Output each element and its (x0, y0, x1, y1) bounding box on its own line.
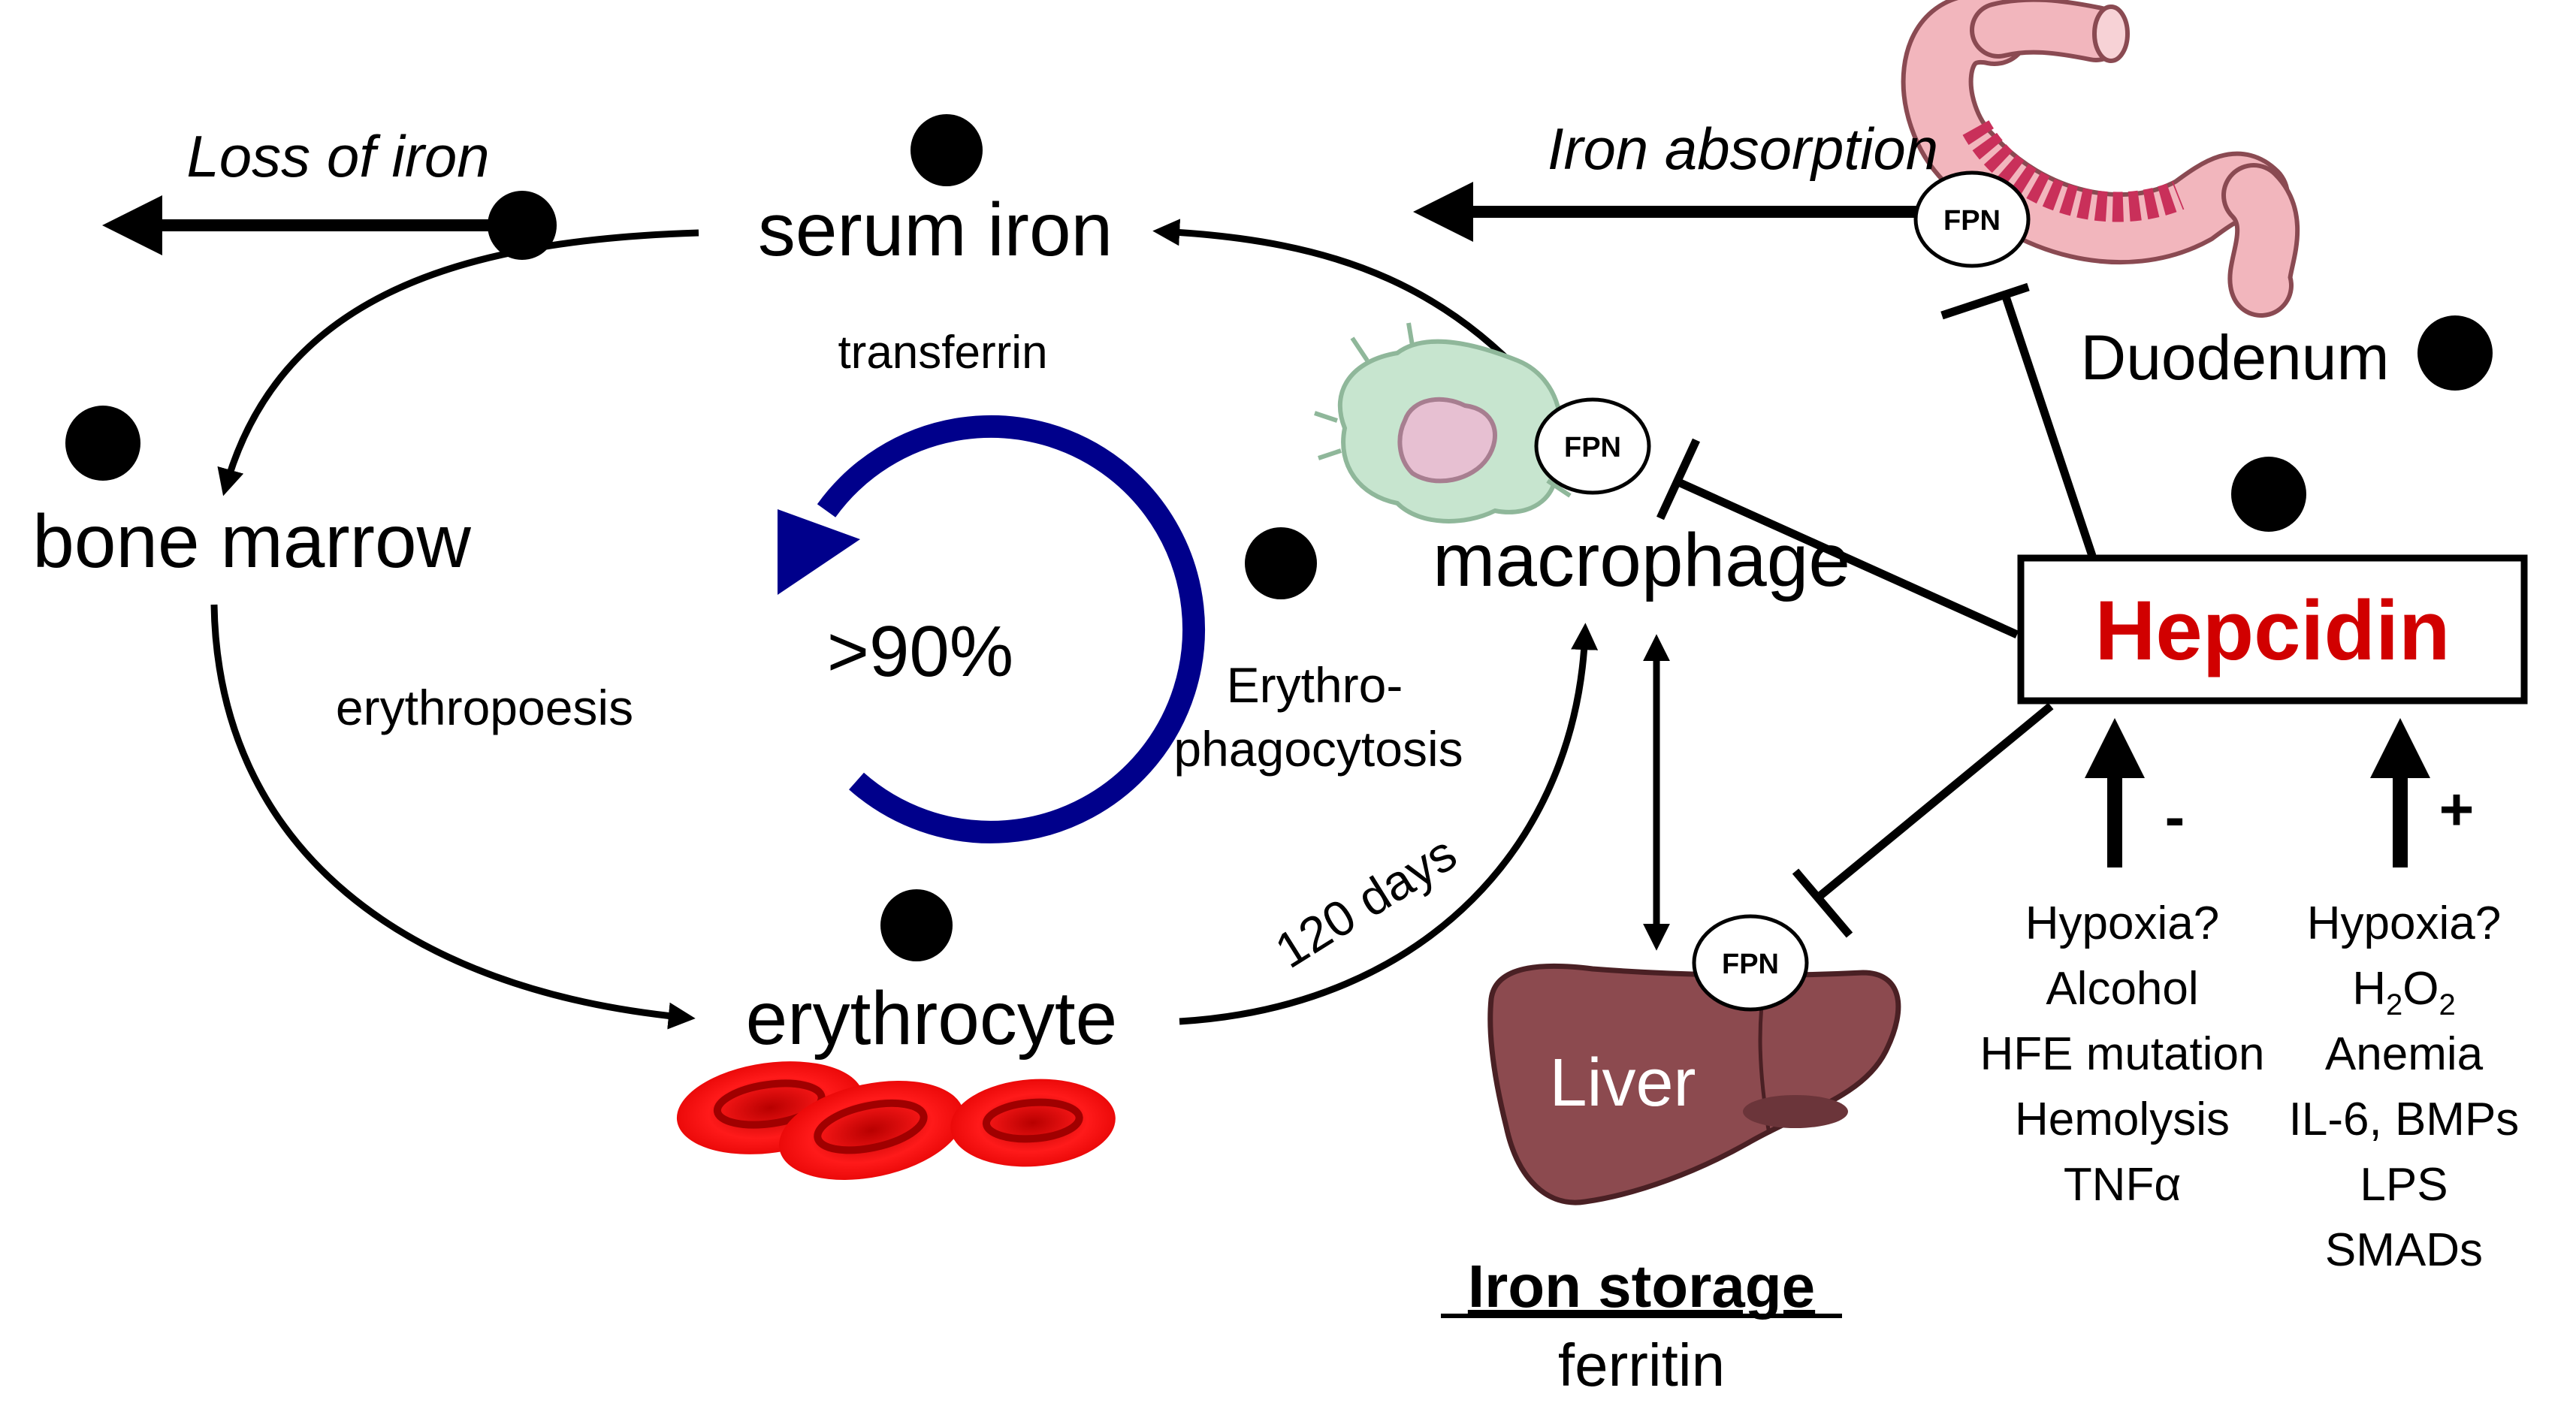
positive-regulator-item: Anemia (2325, 1028, 2484, 1080)
fpn-liver-badge: FPN (1692, 914, 1809, 1012)
recycle-arrowhead-icon (778, 509, 860, 595)
red-blood-cells-icon (676, 1061, 1116, 1180)
plus-sign-label: + (2439, 776, 2475, 843)
liver-icon (1487, 963, 1901, 1205)
black-dot-icon (65, 406, 140, 481)
negative-regulator-item: Hemolysis (2015, 1094, 2230, 1145)
erythrophagocytosis-label-line2: phagocytosis (1173, 721, 1463, 777)
erythrocyte-label: erythrocyte (746, 976, 1118, 1061)
black-dot-icon (488, 191, 557, 260)
macrophage-icon (1314, 322, 1572, 523)
recycling-percent-label: >90% (827, 611, 1013, 692)
fpn-macrophage-badge: FPN (1534, 397, 1651, 495)
black-dot-icon (2231, 457, 2306, 532)
svg-text:FPN: FPN (1722, 949, 1779, 980)
positive-regulator-item: Hypoxia? (2307, 898, 2501, 949)
inhibition-macrophage-line (1673, 476, 2019, 639)
transferrin-label: transferrin (838, 327, 1047, 379)
inhibition-duodenum-bar (1940, 282, 2030, 320)
svg-text:FPN: FPN (1943, 205, 2001, 237)
erythrophagocytosis-label-line1: Erythro- (1227, 657, 1403, 713)
black-dot-icon (1245, 527, 1317, 599)
iron-storage-label: Iron storage (1468, 1253, 1815, 1320)
loss-of-iron-label: Loss of iron (186, 123, 489, 189)
negative-regulator-item: Hypoxia? (2025, 898, 2219, 949)
fpn-duodenum-badge: FPN (1913, 170, 2031, 268)
negative-regulator-item: HFE mutation (1980, 1028, 2264, 1080)
positive-regulator-item: LPS (2360, 1159, 2448, 1211)
positive-regulator-item: SMADs (2325, 1224, 2483, 1276)
ferritin-label: ferritin (1558, 1332, 1725, 1398)
hepcidin-label: Hepcidin (2095, 584, 2451, 677)
negative-regulator-item: Alcohol (2046, 963, 2198, 1015)
macrophage-label: macrophage (1433, 518, 1850, 602)
serum-to-marrow-arrow (217, 229, 699, 496)
serum-iron-label: serum iron (758, 188, 1113, 272)
bone-marrow-label: bone marrow (32, 499, 471, 584)
positive-regulator-item: IL-6, BMPs (2289, 1094, 2520, 1145)
black-dot-icon (911, 114, 983, 186)
positive-regulator-h2o2: H2O2 (2352, 963, 2456, 1021)
black-dot-icon (880, 889, 953, 961)
erythrocyte-to-macrophage-arrow (1179, 623, 1599, 1025)
inhibition-duodenum-line (2001, 295, 2097, 557)
inhibition-liver-line (1815, 702, 2054, 901)
iron-absorption-label: Iron absorption (1548, 116, 1938, 182)
black-dot-icon (2417, 315, 2493, 391)
duodenum-icon (1901, 0, 2300, 318)
inhibition-liver-bar (1792, 868, 1853, 938)
inhibition-macrophage-bar (1656, 438, 1700, 520)
erythropoesis-label: erythropoesis (336, 680, 633, 735)
negative-regulator-item: TNFα (2064, 1159, 2181, 1211)
minus-sign-label: - (2165, 783, 2185, 850)
duodenum-label: Duodenum (2081, 322, 2390, 393)
svg-text:FPN: FPN (1564, 432, 1621, 463)
days-120-label: 120 days (1266, 825, 1466, 979)
liver-label: Liver (1549, 1045, 1696, 1121)
marrow-to-erythrocyte-arrow (210, 604, 696, 1030)
recycle-arrow-icon (817, 415, 1205, 843)
hepcidin-box (2017, 554, 2528, 705)
